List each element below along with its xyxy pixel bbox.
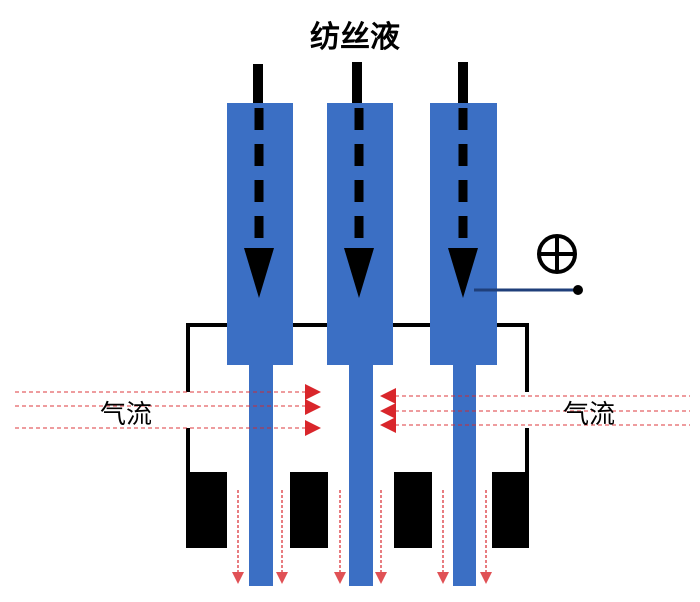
positive-terminal-icon	[537, 234, 577, 274]
flow-arrow-icon	[344, 108, 374, 298]
flow-arrow-icon	[448, 108, 478, 298]
nozzle-3	[430, 103, 497, 586]
airflow-lines	[15, 391, 690, 429]
flow-arrow-icon	[244, 108, 274, 298]
block	[290, 472, 328, 548]
airflow-label-right: 气流	[563, 400, 616, 430]
spinning-solution-label: 纺丝液	[310, 20, 400, 55]
air-blocks	[187, 472, 528, 548]
airflow-label-left: 气流	[100, 400, 153, 430]
block	[394, 472, 432, 548]
block	[187, 472, 227, 548]
block	[492, 472, 528, 548]
nozzle-2	[327, 103, 393, 586]
airflow-arrowheads	[305, 384, 396, 436]
solution-flow-arrows	[244, 108, 478, 298]
electrode-connection	[474, 285, 583, 295]
feed-lines	[253, 62, 468, 104]
nozzle-1	[227, 103, 293, 586]
spinnerets	[227, 103, 497, 586]
